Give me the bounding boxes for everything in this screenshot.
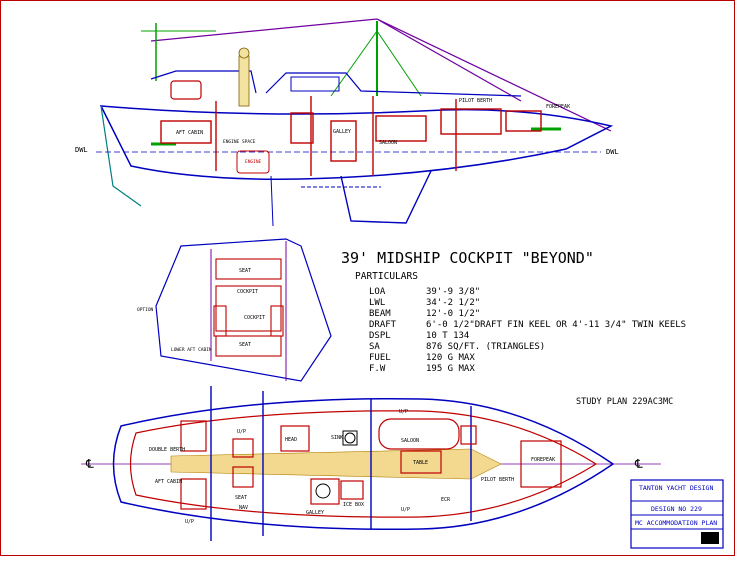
profile-view: DWL DWL AFT CABIN ENGINE SPACE ENGINE GA… [75, 18, 619, 227]
headstay [376, 18, 612, 132]
plan-forepeak-label: FOREPEAK [531, 457, 555, 463]
plan-up-label: U/P [237, 429, 246, 435]
profile-forepeak-label: FOREPEAK [546, 104, 570, 110]
particular-value: 6'-0 1/2"DRAFT FIN KEEL OR 4'-11 3/4" TW… [426, 320, 686, 330]
stove [315, 483, 331, 499]
plan-galley-label: GALLEY [306, 510, 324, 516]
particulars-table: LOA 39'-9 3/8" LWL 34'-2 1/2" BEAM 12'-0… [369, 287, 686, 374]
firm-name: TANTON YACHT DESIGN [639, 484, 713, 492]
deckhouse [150, 70, 522, 97]
hull-outline [99, 105, 614, 180]
cabin-sole [170, 448, 502, 480]
dwl-label-right: DWL [606, 148, 619, 156]
particular-label: FUEL [369, 353, 391, 363]
particular-value: 195 G MAX [426, 364, 475, 374]
plan-up-label: U/P [185, 519, 194, 525]
particular-value: 34'-2 1/2" [426, 298, 480, 308]
section-outline [155, 238, 332, 382]
shroud [330, 30, 378, 97]
plan-nav-label: NAV [239, 505, 248, 511]
title-block-stamp [701, 532, 719, 544]
profile-galley-label: GALLEY [333, 129, 351, 135]
plan-ice-box-label: ICE BOX [343, 502, 364, 508]
plan-up-label: U/P [399, 409, 408, 415]
particular-label: LOA [369, 287, 386, 297]
centerline-mark-left: ℄ [85, 457, 94, 471]
aft-port [170, 80, 202, 100]
profile-saloon-label: SALOON [379, 140, 397, 146]
plan-seat-label: SEAT [235, 495, 247, 501]
helmsman-head [238, 47, 250, 59]
plan-bulkheads [210, 386, 472, 541]
engine-box [236, 150, 270, 174]
section-option-label: OPTION [137, 307, 154, 313]
plan-up-label: U/P [401, 507, 410, 513]
skeg [270, 175, 274, 227]
section-seat-top-label: SEAT [239, 268, 251, 274]
particular-value: 120 G MAX [426, 353, 475, 363]
profile-engine-box-label: ENGINE [245, 159, 262, 165]
particulars-heading: PARTICULARS [355, 271, 418, 282]
profile-engine-space-label: ENGINE SPACE [223, 139, 256, 145]
section-cockpit-label: COCKPIT [244, 315, 265, 321]
dwl-label-left: DWL [75, 146, 88, 154]
plan-inner-hull [129, 410, 598, 518]
section-cockpit-top-label: COCKPIT [237, 289, 258, 295]
centerline-mark-right: ℄ [634, 457, 643, 471]
plan-table-label: TABLE [413, 460, 428, 466]
plan-furniture [180, 418, 562, 510]
section-lower-aft-cabin-label: LOWER AFT CABIN [171, 347, 212, 353]
particular-value: 10 T 134 [426, 331, 469, 341]
section-cabinetry [213, 258, 284, 357]
plan-saloon-label: SALOON [401, 438, 419, 444]
plan-pilot-berth-label: PILOT BERTH [481, 477, 514, 483]
plan-sink-label: SINK [331, 435, 343, 441]
plan-ecr-label: ECR [441, 497, 451, 503]
plan-double-berth-label: DOUBLE BERTH [149, 447, 185, 453]
title-block: TANTON YACHT DESIGN DESIGN NO 229 MC ACC… [630, 479, 724, 549]
design-number: DESIGN NO 229 [651, 505, 702, 513]
rudder [100, 105, 142, 207]
study-plan-label: STUDY PLAN 229AC3MC [576, 397, 673, 407]
particular-value: 12'-0 1/2" [426, 309, 480, 319]
plan-head-label: HEAD [285, 437, 297, 443]
plan-name: MC ACCOMMODATION PLAN [635, 519, 717, 527]
particular-value: 876 SQ/FT. (TRIANGLES) [426, 342, 545, 352]
profile-aft-cabin-label: AFT CABIN [176, 130, 203, 136]
profile-interior [160, 96, 542, 176]
steering-wheel [342, 430, 358, 446]
particular-label: DSPL [369, 331, 391, 341]
windscreen [290, 76, 340, 92]
drawing-title: 39' MIDSHIP COCKPIT "BEYOND" [341, 249, 594, 267]
section-seat-bottom-label: SEAT [239, 342, 251, 348]
particular-label: BEAM [369, 309, 391, 319]
backstay [150, 18, 378, 42]
particular-label: SA [369, 342, 380, 352]
plan-view: ℄ ℄ DOUBLE BERTH AFT CABIN U/P U/P U/P U… [81, 386, 661, 541]
shroud-fwd [376, 30, 422, 97]
particular-label: LWL [369, 298, 385, 308]
forestay [376, 18, 522, 102]
helm-circle [344, 432, 356, 444]
helmsman-figure [238, 55, 250, 107]
keel [340, 170, 432, 224]
cockpit-section-view: SEAT COCKPIT COCKPIT SEAT LOWER AFT CABI… [137, 238, 332, 382]
particular-label: DRAFT [369, 320, 397, 330]
particular-value: 39'-9 3/8" [426, 287, 480, 297]
plan-aft-cabin-label: AFT CABIN [155, 479, 182, 485]
profile-pilot-berth-label: PILOT BERTH [459, 98, 492, 104]
particular-label: F.W [369, 364, 386, 374]
plan-hull-outline [112, 397, 615, 531]
